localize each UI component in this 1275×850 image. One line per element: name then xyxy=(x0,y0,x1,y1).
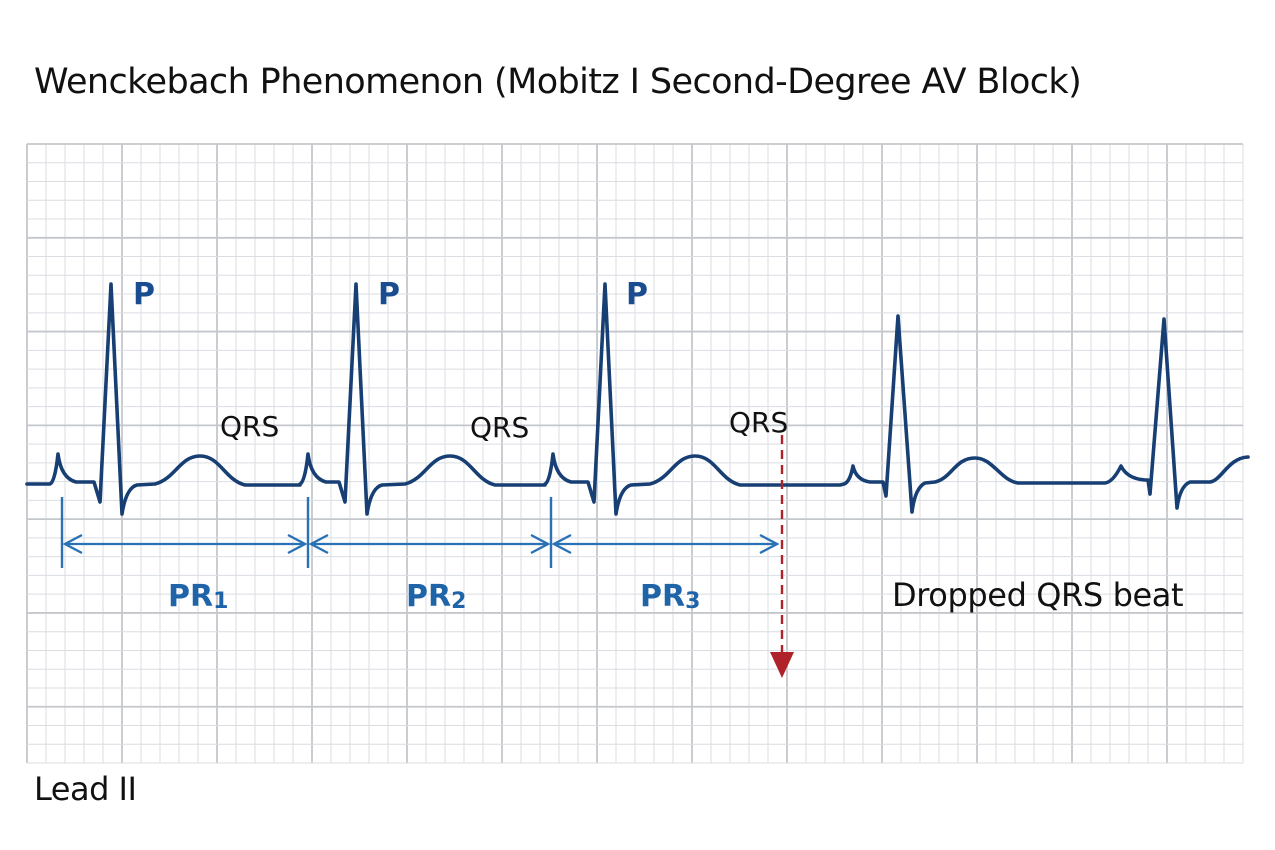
pr-interval-label-1: PR1 xyxy=(168,579,228,614)
arrow-left-icon xyxy=(308,533,329,555)
p-wave-label-2: P xyxy=(378,277,400,312)
pr-interval-markers xyxy=(60,497,780,568)
pr-interval-label-2: PR2 xyxy=(406,579,466,614)
arrow-right-icon xyxy=(530,533,551,555)
arrow-right-icon xyxy=(287,533,308,555)
qrs-label-3: QRS xyxy=(729,406,788,439)
dropped-beat-annotation: Dropped QRS beat xyxy=(892,576,1183,614)
arrow-down-icon xyxy=(770,652,794,678)
ecg-grid xyxy=(26,143,1244,764)
arrow-right-icon xyxy=(759,533,780,555)
arrow-left-icon xyxy=(551,533,572,555)
qrs-label-1: QRS xyxy=(220,410,279,443)
p-wave-label-1: P xyxy=(133,277,155,312)
p-wave-label-3: P xyxy=(626,277,648,312)
arrow-left-icon xyxy=(62,533,83,555)
dropped-beat-arrow xyxy=(770,435,794,678)
lead-label: Lead II xyxy=(34,770,137,808)
ecg-trace xyxy=(25,282,1250,516)
diagram-title: Wenckebach Phenomenon (Mobitz I Second-D… xyxy=(34,62,1082,102)
qrs-label-2: QRS xyxy=(470,411,529,444)
pr-interval-label-3: PR3 xyxy=(640,579,700,614)
